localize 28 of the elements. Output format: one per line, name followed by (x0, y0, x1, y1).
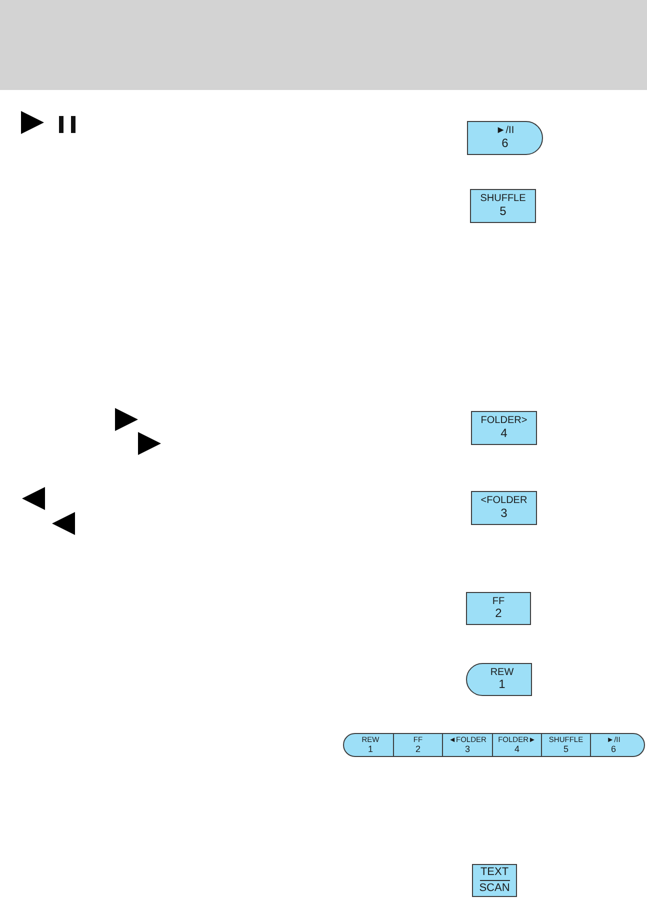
key-label: FOLDER> (480, 415, 528, 427)
keycap (471, 491, 537, 525)
key-number: 4 (514, 744, 520, 754)
key-label: REW (490, 666, 514, 678)
key-number: 2 (495, 607, 502, 622)
keycap (471, 411, 537, 445)
key-number: 3 (500, 506, 508, 521)
key-number: 5 (563, 744, 568, 754)
key-number: 3 (464, 744, 470, 754)
keycap (466, 592, 531, 625)
keycap (466, 663, 532, 696)
key-label: <FOLDER (480, 495, 528, 507)
key-number: 6 (502, 136, 508, 151)
key-number: 6 (610, 744, 616, 754)
keycap (472, 864, 517, 897)
keycap (467, 121, 543, 155)
key-label: SHUFFLE (480, 193, 526, 205)
key-number: 1 (498, 678, 506, 692)
key-label: FF (492, 596, 505, 608)
keycap (470, 189, 536, 223)
keycap-strip (343, 733, 645, 757)
key-label: SCAN (479, 882, 510, 895)
key-number: 1 (368, 744, 373, 754)
key-number: 5 (500, 204, 506, 219)
key-label: ►/II (496, 125, 514, 137)
key-label: TEXT (480, 866, 509, 879)
key-number: 4 (500, 426, 508, 441)
key-number: 2 (415, 744, 420, 754)
